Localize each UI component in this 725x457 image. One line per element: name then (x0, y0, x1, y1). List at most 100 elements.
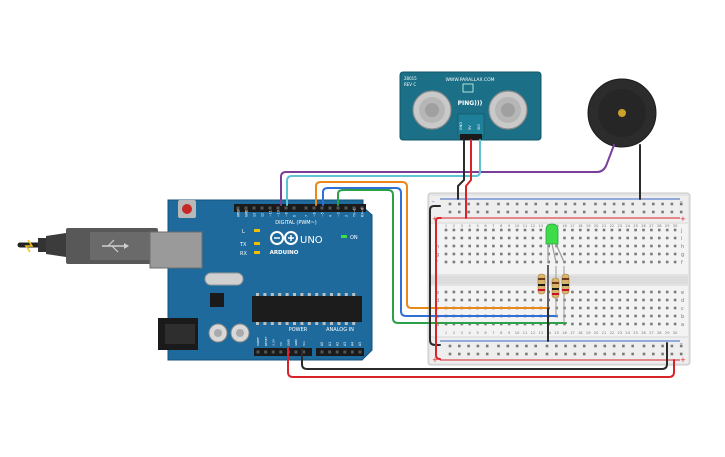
power-pin-hole[interactable] (264, 350, 268, 354)
led-tx (254, 242, 260, 245)
breadboard-hole (579, 314, 582, 318)
chip-leg (330, 293, 333, 296)
lightning-icon (24, 239, 34, 253)
breadboard-hole (634, 236, 637, 240)
digital-pin-hole[interactable] (260, 206, 264, 210)
analog-pin-hole[interactable] (335, 350, 339, 354)
breadboard-hole (555, 306, 558, 310)
breadboard-hole (500, 252, 503, 256)
breadboard-rail-hole (515, 344, 519, 348)
row-letter: i (681, 236, 682, 242)
analog-pin-hole[interactable] (350, 350, 354, 354)
breadboard-hole (618, 244, 622, 248)
digital-pin-hole[interactable] (244, 206, 248, 210)
breadboard-rail-hole (661, 344, 664, 348)
chip-leg (270, 322, 274, 325)
column-number: 15 (554, 331, 559, 335)
wire-sensor-5v (465, 139, 472, 219)
breadboard-hole (673, 322, 677, 326)
breadboard-hole (634, 260, 637, 264)
digital-pin-hole[interactable] (336, 206, 340, 210)
breadboard-hole (563, 236, 566, 240)
column-number: 28 (657, 224, 662, 228)
breadboard-rail-hole (458, 210, 461, 214)
breadboard-hole (476, 260, 479, 264)
breadboard-hole (665, 228, 669, 232)
wire-orange (315, 181, 549, 309)
digital-pin-hole[interactable] (328, 206, 332, 210)
breadboard-hole (602, 298, 606, 302)
power-pin-hole[interactable] (302, 350, 306, 354)
breadboard-rail-hole (594, 202, 597, 206)
digital-pin-label: 13 (253, 213, 257, 217)
power-header (254, 348, 312, 356)
digital-pin-hole[interactable] (320, 206, 324, 210)
breadboard-hole (673, 252, 677, 256)
breadboard-hole (492, 298, 495, 302)
power-pin-hole[interactable] (256, 350, 260, 354)
breadboard-hole (571, 306, 574, 310)
breadboard-rail-hole (582, 210, 586, 214)
analog-pin-hole[interactable] (320, 350, 324, 354)
breadboard-hole (555, 260, 558, 264)
digital-pin-hole[interactable] (312, 206, 316, 210)
breadboard-hole (523, 228, 527, 232)
analog-pin-hole[interactable] (358, 350, 362, 354)
power-pin-label: Vin (302, 341, 306, 346)
breadboard-hole (500, 260, 503, 264)
chip-leg (322, 322, 326, 325)
breadboard-rail-hole (670, 344, 674, 348)
wire-red-5v (287, 347, 675, 378)
bottom-rail-plus-label: + (432, 356, 438, 364)
breadboard-rail-hole (545, 352, 549, 356)
breadboard-hole (484, 252, 487, 256)
power-jack-inner (165, 324, 195, 344)
breadboard-hole (492, 252, 495, 256)
digital-pin-hole[interactable] (276, 206, 280, 210)
breadboard-hole (523, 298, 527, 302)
breadboard-hole (618, 260, 622, 264)
breadboard-hole (665, 252, 669, 256)
reset-button-cap[interactable] (182, 204, 192, 214)
breadboard-hole (634, 314, 637, 318)
breadboard-rail-hole (485, 352, 489, 356)
digital-pin-hole[interactable] (284, 206, 288, 210)
digital-pin-label: 8 (293, 215, 297, 217)
digital-pin-hole[interactable] (352, 206, 356, 210)
breadboard-rail-hole (594, 210, 597, 214)
power-pin-hole[interactable] (294, 350, 298, 354)
breadboard-hole (658, 260, 661, 264)
column-number: 22 (610, 331, 615, 335)
digital-pin-hole[interactable] (304, 206, 308, 210)
arduino-logo-icon (270, 231, 298, 245)
digital-pin-hole[interactable] (252, 206, 256, 210)
breadboard-hole (602, 244, 606, 248)
power-pin-hole[interactable] (271, 350, 275, 354)
breadboard-rail-hole (485, 344, 489, 348)
breadboard-hole (642, 314, 645, 318)
power-pin-label: 3.3V (271, 338, 275, 346)
analog-pin-hole[interactable] (343, 350, 347, 354)
breadboard-hole (673, 298, 677, 302)
breadboard-hole (650, 260, 653, 264)
breadboard-hole (618, 252, 622, 256)
column-number: 17 (570, 331, 575, 335)
analog-pin-label: A2 (335, 342, 339, 346)
breadboard-hole (539, 252, 543, 256)
breadboard-hole (563, 252, 566, 256)
digital-pin-hole[interactable] (268, 206, 272, 210)
digital-pin-hole[interactable] (344, 206, 348, 210)
board-brand: ARDUINO (270, 250, 299, 256)
digital-pin-hole[interactable] (236, 206, 240, 210)
breadboard-rail-hole (631, 344, 634, 348)
power-pin-hole[interactable] (279, 350, 283, 354)
analog-pin-label: A4 (351, 342, 355, 346)
digital-pin-hole[interactable] (360, 206, 364, 210)
breadboard-hole (658, 322, 661, 326)
breadboard-hole (444, 236, 448, 240)
breadboard-rail-hole (612, 344, 616, 348)
analog-pin-hole[interactable] (328, 350, 332, 354)
digital-pin-hole[interactable] (292, 206, 296, 210)
breadboard-hole (610, 314, 614, 318)
